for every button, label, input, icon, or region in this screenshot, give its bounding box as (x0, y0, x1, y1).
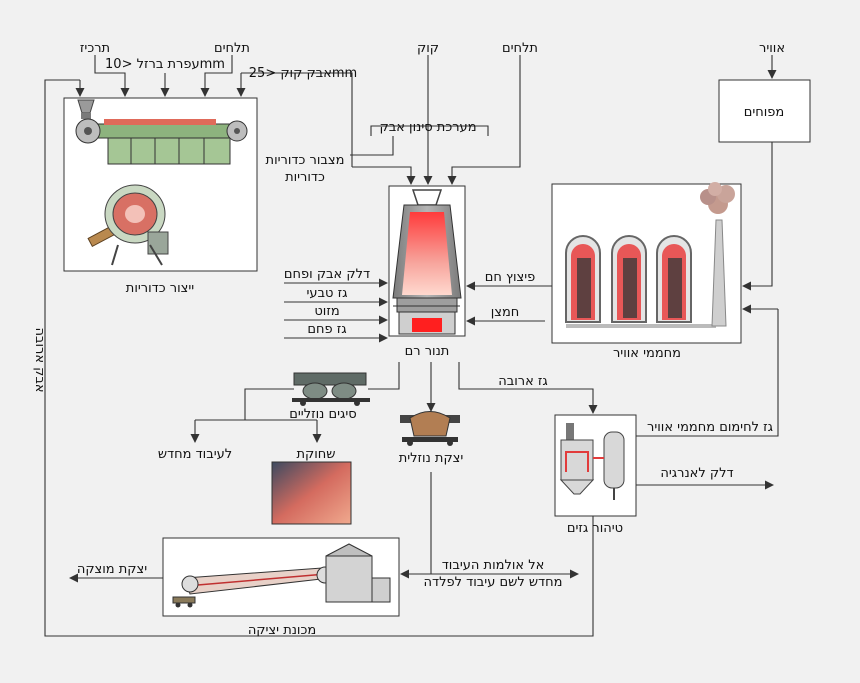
gas-for-heaters-label: גז לחימום מחממי אוויר (647, 420, 773, 435)
casting-machine-illustration (172, 543, 391, 608)
dust-filter-label: מערכת סינון אבק (379, 120, 476, 135)
blast-furnace-label: תנור רם (405, 344, 450, 359)
slag-label: סיגים נוזליים (289, 407, 356, 422)
coal-dust-label: דלק אבק ופחם (284, 267, 370, 282)
hot-blast-label: פיצוץ חם (485, 270, 536, 285)
liquid-iron-label: יצקת נוזלית (399, 451, 464, 466)
pellet-production-label: ייצור כדוריות (126, 281, 194, 296)
iron-ladle-car-illustration (400, 411, 460, 446)
to-recycle-label: לעיבוד מחדש (158, 447, 232, 462)
coke-label: קוק (417, 41, 439, 56)
coke-breeze-label: אבק קוק <25mm (249, 66, 357, 81)
gas-cleaning-label: טיהור גזים (567, 521, 623, 536)
flue-gas-label: גז ארובה (498, 374, 548, 389)
slag-ladle-car-illustration (292, 372, 370, 406)
coal-gas-label: גז פחם (307, 322, 346, 337)
gas-cleaning-illustration (559, 423, 625, 500)
air-heaters-label: מחממי אוויר (613, 346, 681, 361)
casting-machine-label: מכונת יציקה (248, 623, 316, 638)
slag-crushing-label: שחוקת (296, 447, 335, 462)
to-steel-label-2: מחדש לשם עיבוד לפלדה (424, 575, 563, 590)
blast-furnace-illustration (392, 189, 462, 335)
blowers-label: מפוחים (744, 105, 785, 120)
pellets-label: כדוריות (285, 170, 325, 185)
natural-gas-label: גז טבעי (307, 286, 348, 301)
fuel-oil-label: מזוט (314, 304, 339, 319)
blowers-box (718, 79, 811, 143)
pellet-store-label: מצבור כדוריות (266, 153, 345, 168)
air-label: אוויר (759, 41, 785, 56)
oxygen-label: חמצן (491, 305, 520, 320)
cowper-stoves-illustration (565, 182, 735, 328)
fluxes-top-label: תלחים (502, 41, 538, 56)
slag-photo (271, 461, 352, 525)
flue-dust-label: אבק ארובה (32, 327, 47, 392)
solid-iron-label: יצקת מוצקה (77, 562, 147, 577)
sinter-machine-illustration (75, 99, 248, 165)
fluxes-left-label: תלחים (214, 41, 250, 56)
pelletizing-disc-illustration (87, 184, 169, 266)
fuel-energy-label: דלק לאנרגיה (660, 466, 733, 481)
concentrate-label: תרכיז (80, 41, 110, 56)
to-steel-label-1: אל אולמות העיבוד (442, 558, 545, 573)
iron-ore-label: עפרת ברזל <10mm (105, 57, 225, 72)
